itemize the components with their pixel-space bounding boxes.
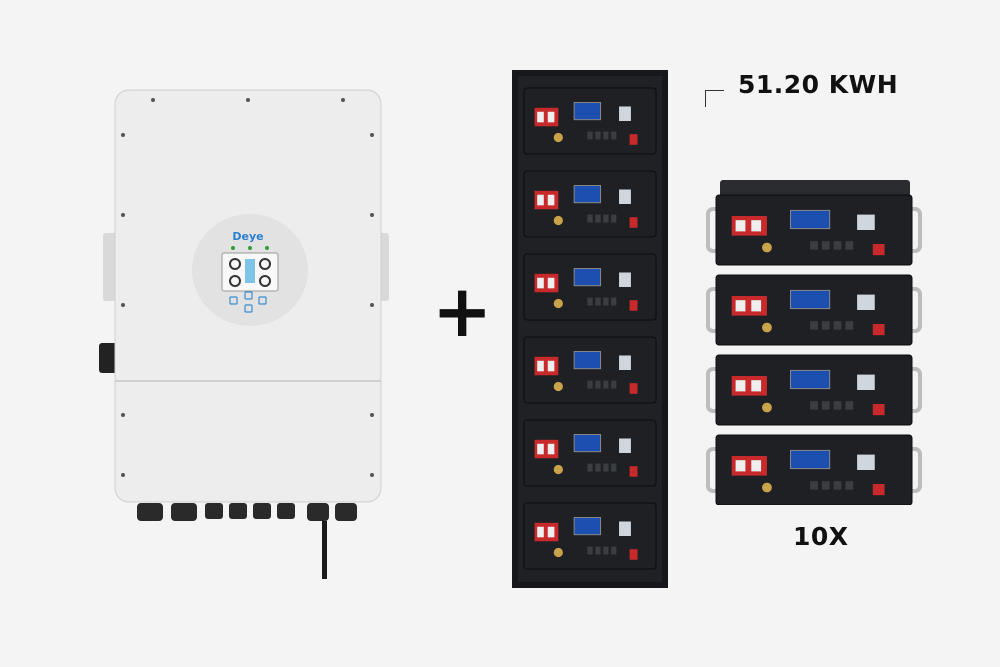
hybrid-inverter: Deye (99, 89, 389, 579)
quantity-label: 10X (793, 522, 849, 551)
rack-battery-module (523, 170, 657, 238)
stacked-battery-module (706, 194, 922, 266)
capacity-bracket (705, 90, 724, 107)
plus-icon: + (432, 269, 493, 353)
rack-battery-module (523, 336, 657, 404)
stacked-battery-module (706, 434, 922, 505)
rack-battery-module (523, 419, 657, 487)
stacked-battery-module (706, 354, 922, 426)
battery-rack (512, 70, 668, 588)
stacked-battery-module (706, 274, 922, 346)
inverter-logo: Deye (232, 230, 263, 243)
rack-battery-module (523, 502, 657, 570)
battery-stack (706, 180, 922, 505)
capacity-label: 51.20 KWH (738, 70, 899, 99)
rack-battery-module (523, 87, 657, 155)
rack-battery-module (523, 253, 657, 321)
svg-text:Deye: Deye (232, 230, 263, 243)
